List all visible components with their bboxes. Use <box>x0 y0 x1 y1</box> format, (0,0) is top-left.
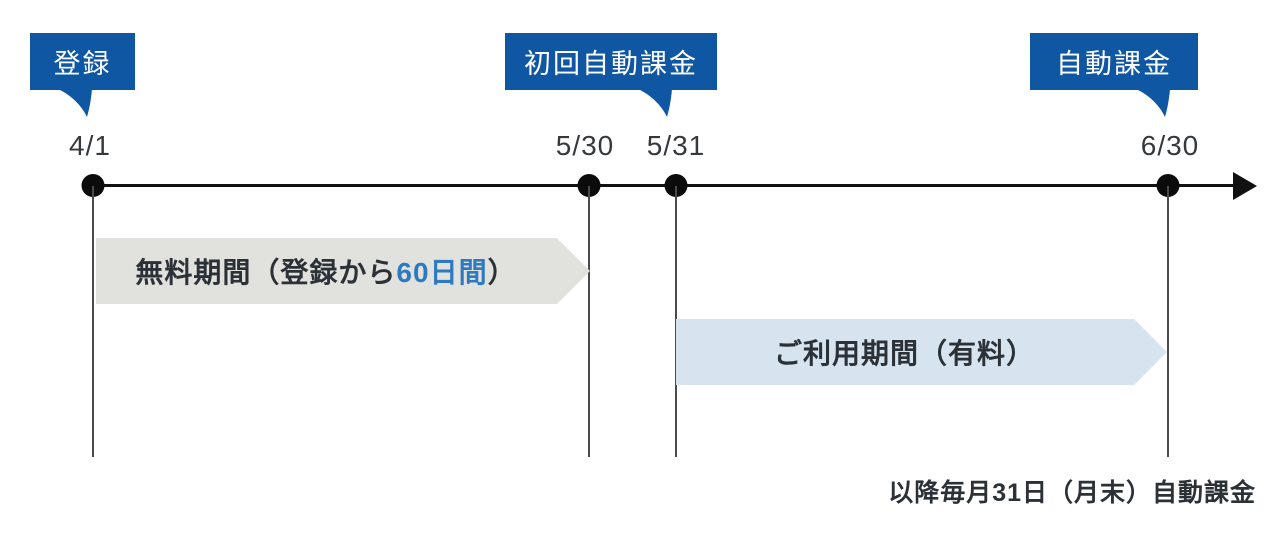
timeline-arrowhead-icon <box>1233 172 1257 200</box>
band-paid-period: ご利用期間（有料） <box>676 319 1167 385</box>
milestone-dot-5-31 <box>664 174 688 197</box>
date-label-6-30: 6/30 <box>1140 130 1200 161</box>
band-free-period: 無料期間（登録から60日間） <box>96 238 590 304</box>
milestone-dot-6-30 <box>1156 174 1180 197</box>
date-label-5-30: 5/30 <box>555 130 615 161</box>
guide-line-5-30 <box>588 186 590 457</box>
callout-auto-billing-tail-icon <box>1136 89 1170 117</box>
callout-auto-billing-label: 自動課金 <box>1056 49 1172 79</box>
footnote-recurring-billing: 以降毎月31日（月末）自動課金 <box>888 479 1256 507</box>
callout-registration-label: 登録 <box>53 49 112 79</box>
callout-registration: 登録 <box>30 33 135 90</box>
free-period-suffix: ） <box>487 257 517 288</box>
date-label-4-1: 4/1 <box>69 130 111 161</box>
guide-line-4-1 <box>92 186 94 457</box>
callout-first-auto-billing: 初回自動課金 <box>505 33 717 90</box>
band-free-period-label: 無料期間（登録から60日間） <box>135 251 550 291</box>
date-label-5-31: 5/31 <box>646 130 706 161</box>
guide-line-6-30 <box>1167 186 1169 457</box>
band-paid-period-label: ご利用期間（有料） <box>773 338 1035 369</box>
callout-registration-tail-icon <box>58 89 92 117</box>
milestone-dot-4-1 <box>81 174 105 197</box>
free-period-prefix: 無料期間（登録から <box>135 257 397 288</box>
callout-first-auto-billing-label: 初回自動課金 <box>524 49 698 79</box>
callout-first-auto-billing-tail-icon <box>638 89 672 117</box>
callout-auto-billing: 自動課金 <box>1030 33 1198 90</box>
free-period-duration: 60日間 <box>396 257 488 288</box>
milestone-dot-5-30 <box>577 174 601 197</box>
